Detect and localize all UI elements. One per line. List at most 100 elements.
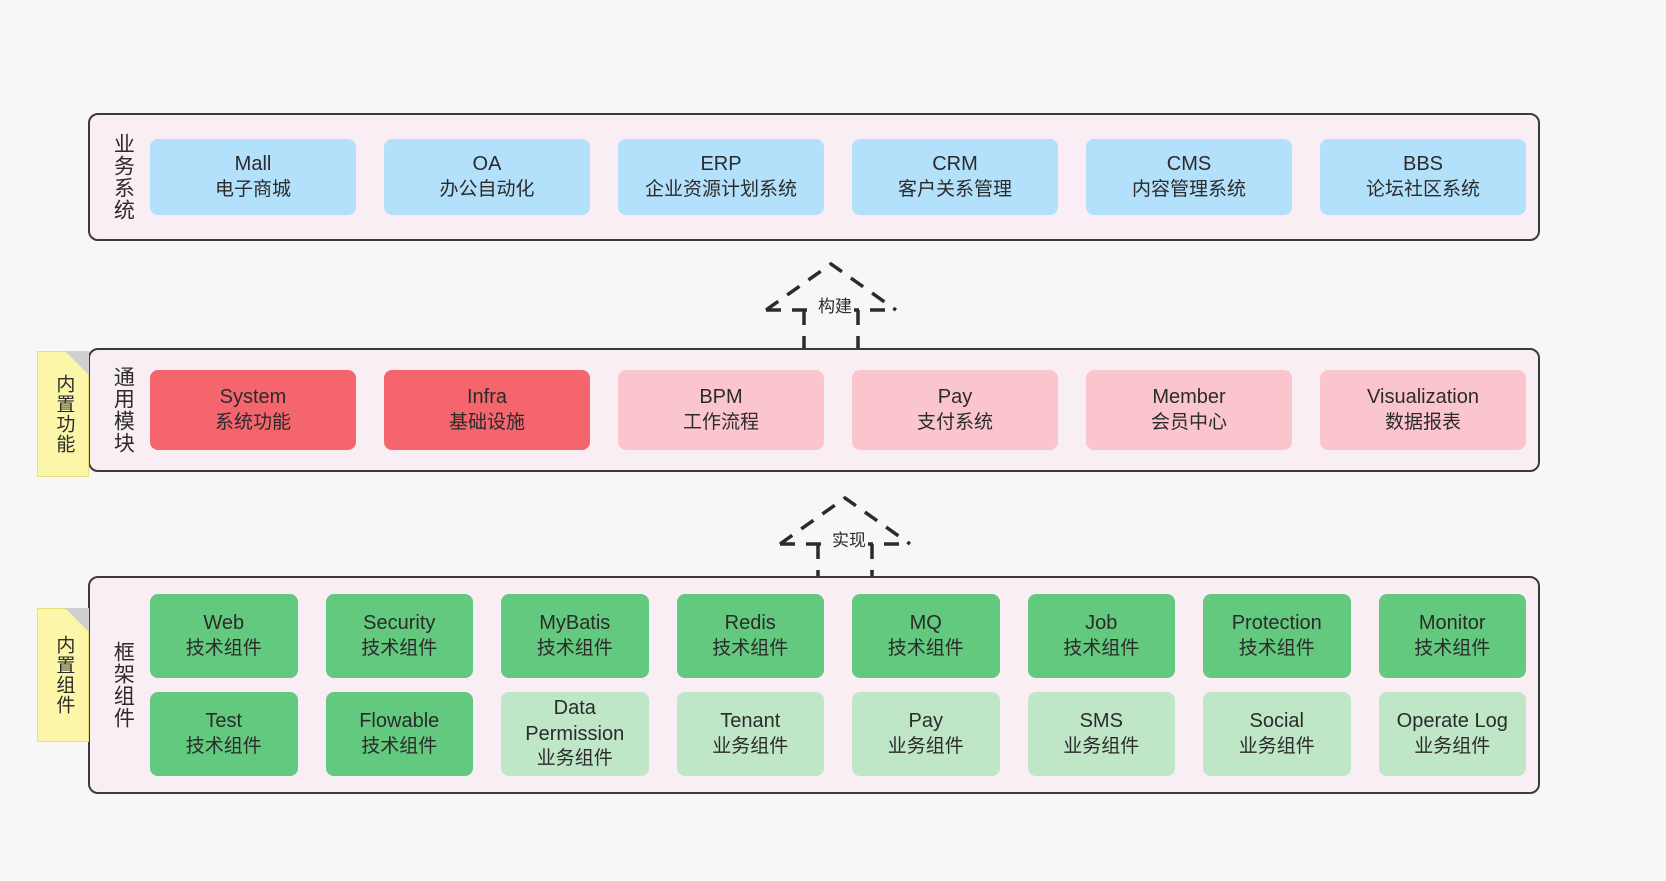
card-title: BBS (1402, 153, 1444, 176)
card-title: Test (205, 710, 243, 733)
card-subtitle: 业务组件 (536, 748, 613, 770)
card-title: Member (1152, 386, 1226, 409)
card-subtitle: 技术组件 (712, 637, 789, 659)
layer-business-systems-title: 业务系统 (111, 133, 135, 221)
card-title: CMS (1166, 153, 1212, 176)
card-subtitle: 内容管理系统 (1131, 178, 1246, 200)
card-subtitle: 客户关系管理 (897, 178, 1012, 200)
card-subtitle: 业务组件 (1414, 735, 1491, 757)
card-title: Web (203, 612, 245, 635)
card-subtitle: 办公自动化 (439, 178, 535, 200)
connector-implement: 实现 (770, 492, 920, 584)
card-subtitle: 技术组件 (1063, 637, 1140, 659)
card-title: Security (363, 612, 436, 635)
card-title: SMS (1079, 710, 1123, 733)
card-subtitle: 数据报表 (1384, 411, 1461, 433)
card-subtitle: 企业资源计划系统 (644, 178, 797, 200)
card-title: Flowable (359, 710, 440, 733)
card-title: Infra (466, 386, 508, 409)
card-subtitle: 技术组件 (185, 735, 262, 757)
card-title: OA (472, 153, 502, 176)
sticky-note-builtin-features-label: 内置功能 (53, 374, 75, 454)
card-subtitle: 业务组件 (712, 735, 789, 757)
card-title: Pay (937, 386, 973, 409)
card-subtitle: 技术组件 (1414, 637, 1491, 659)
connector-implement-label: 实现 (830, 526, 868, 551)
card-subtitle: 基础设施 (448, 411, 525, 433)
card-subtitle: 技术组件 (1238, 637, 1315, 659)
sticky-note-builtin-components-label: 内置组件 (53, 635, 75, 715)
card-subtitle: 技术组件 (361, 637, 438, 659)
card-subtitle: 电子商城 (214, 178, 291, 200)
card-subtitle: 会员中心 (1150, 411, 1227, 433)
card-title: Monitor (1418, 612, 1486, 635)
card-subtitle: 业务组件 (1238, 735, 1315, 757)
card-title: Operate Log (1396, 710, 1508, 733)
layer-framework-components-title: 框架组件 (111, 641, 135, 729)
card-title: Pay (908, 710, 943, 733)
card-subtitle: 技术组件 (536, 637, 613, 659)
card-title: Job (1085, 612, 1118, 635)
card-subtitle: 业务组件 (1063, 735, 1140, 757)
card-title: Redis (724, 612, 776, 635)
card-title: MyBatis (539, 612, 611, 635)
card-title: MQ (909, 612, 942, 635)
card-title: Tenant (720, 710, 781, 733)
card-subtitle: 系统功能 (214, 411, 291, 433)
card-subtitle: 技术组件 (185, 637, 262, 659)
connector-build: 构建 (756, 258, 906, 350)
card-subtitle: 支付系统 (916, 411, 993, 433)
sticky-note-builtin-features: 内置功能 (37, 351, 89, 477)
card-title: ERP (700, 153, 742, 176)
card-subtitle: 工作流程 (682, 411, 759, 433)
card-title: Data Permission (525, 697, 625, 745)
framework-component-card-data-permission[interactable]: Data Permission 业务组件 (501, 692, 649, 776)
layer-common-modules-title: 通用模块 (111, 366, 135, 454)
card-title: BPM (699, 386, 743, 409)
card-title: Protection (1231, 612, 1322, 635)
sticky-note-builtin-components: 内置组件 (37, 608, 89, 742)
connector-build-label: 构建 (816, 292, 854, 317)
card-subtitle: 论坛社区系统 (1365, 178, 1480, 200)
card-title: Mall (234, 153, 272, 176)
card-subtitle: 技术组件 (361, 735, 438, 757)
